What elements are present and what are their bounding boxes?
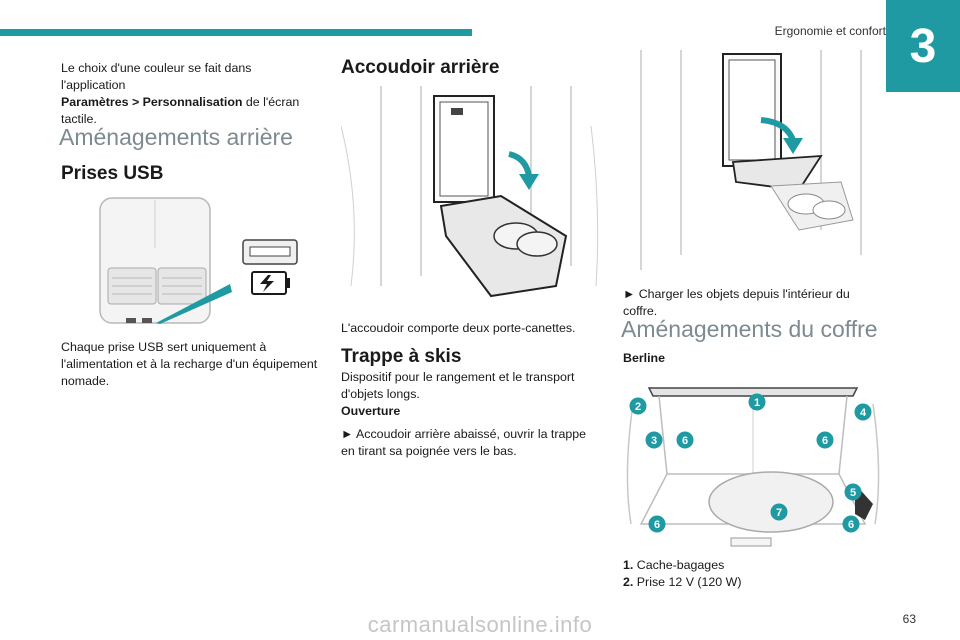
legend-item-2: 2. Prise 12 V (120 W): [623, 574, 741, 591]
ski-text: Dispositif pour le rangement et le trans…: [341, 370, 575, 401]
page-number: 63: [902, 612, 916, 626]
header-accent-bar: [0, 29, 472, 36]
heading-usb: Prises USB: [61, 163, 164, 184]
callout-6-d: 6: [842, 515, 860, 533]
svg-text:6: 6: [822, 435, 828, 447]
callout-6-c: 6: [648, 515, 666, 533]
usb-text: Chaque prise USB sert uniquement à l'ali…: [61, 340, 318, 388]
svg-text:5: 5: [850, 487, 856, 499]
svg-text:6: 6: [682, 435, 688, 447]
callout-6-b: 6: [816, 431, 834, 449]
usb-illustration: [60, 188, 310, 333]
legend-num: 2.: [623, 575, 634, 589]
ski-hatch-illustration: [621, 50, 883, 276]
svg-text:4: 4: [860, 407, 867, 419]
callout-1: 1: [748, 393, 766, 411]
intro-rest: de l'écran: [242, 95, 300, 109]
chapter-tab: 3: [886, 0, 960, 92]
callout-6-a: 6: [676, 431, 694, 449]
armrest-text: L'accoudoir comporte deux porte-canettes…: [341, 321, 576, 335]
intro-bold: Paramètres > Personnalisation: [61, 95, 243, 109]
legend-item-1: 1. Cache-bagages: [623, 557, 724, 574]
charge-instruction: ► Charger les objets depuis l'intérieur …: [623, 287, 850, 318]
callout-2: 2: [629, 397, 647, 415]
heading-rear-fittings: Aménagements arrière: [59, 124, 293, 150]
intro-paragraph: Le choix d'une couleur se fait dans l'ap…: [61, 60, 319, 128]
legend-num: 1.: [623, 558, 634, 572]
heading-berline: Berline: [623, 351, 666, 365]
opening-instruction: ► Accoudoir arrière abaissé, ouvrir la t…: [341, 427, 587, 458]
armrest-illustration: [341, 86, 603, 304]
heading-ski-hatch: Trappe à skis: [341, 346, 462, 367]
callout-4: 4: [854, 403, 872, 421]
intro-text: Le choix d'une couleur se fait dans l'ap…: [61, 61, 252, 92]
callout-3: 3: [645, 431, 663, 449]
section-title: Ergonomie et confort: [774, 24, 886, 38]
boot-illustration: 1 2 3 4 5 6 6 6 6 7: [621, 374, 885, 552]
chapter-number: 3: [909, 19, 937, 73]
heading-opening: Ouverture: [341, 404, 401, 418]
callout-5: 5: [844, 483, 862, 501]
svg-text:6: 6: [654, 519, 660, 531]
svg-text:7: 7: [776, 507, 782, 519]
heading-armrest: Accoudoir arrière: [341, 57, 500, 78]
callout-7: 7: [770, 503, 788, 521]
watermark: carmanualsonline.info: [367, 612, 593, 637]
legend-label: Prise 12 V (120 W): [636, 575, 742, 589]
svg-text:6: 6: [848, 519, 854, 531]
svg-text:2: 2: [635, 401, 641, 413]
svg-text:3: 3: [651, 435, 657, 447]
intro-last: tactile.: [61, 112, 97, 126]
svg-text:1: 1: [754, 397, 760, 409]
heading-boot-fittings: Aménagements du coffre: [621, 316, 878, 342]
legend-label: Cache-bagages: [636, 558, 725, 572]
